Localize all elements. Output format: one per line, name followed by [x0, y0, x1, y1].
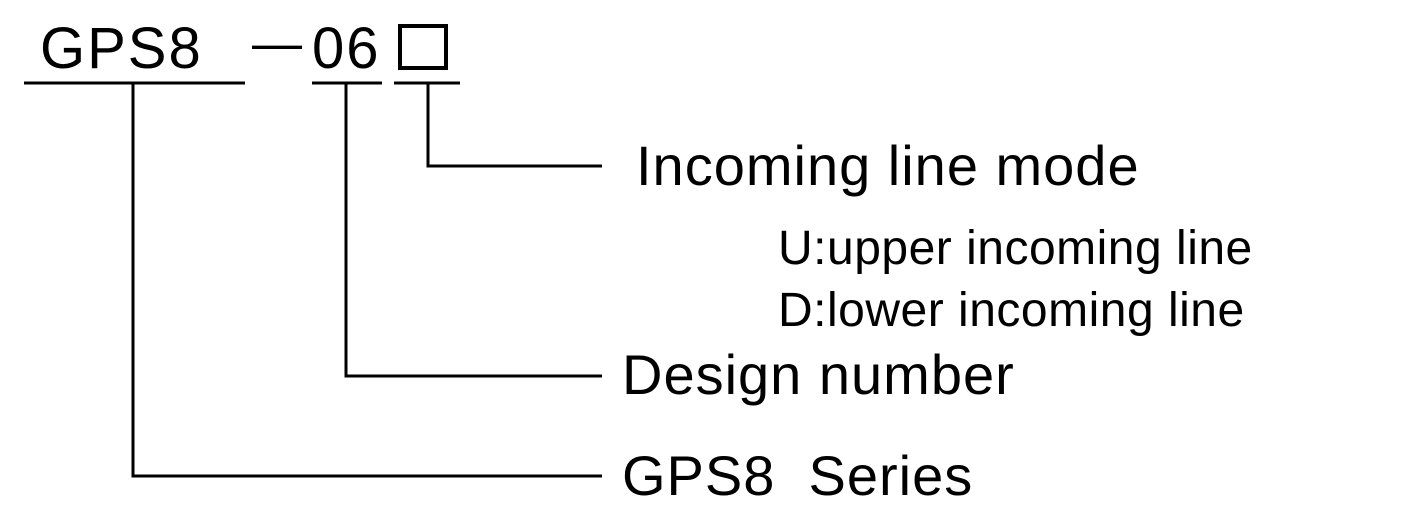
code-dash: — [252, 15, 304, 71]
series-connector [131, 83, 602, 478]
label-series: GPS8 Series [622, 444, 974, 507]
incoming-mode-placeholder-box [398, 24, 448, 70]
option-upper-incoming-line: U:upper incoming line [778, 222, 1253, 275]
option-lower-incoming-line: D:lower incoming line [778, 284, 1245, 337]
design-number-connector [344, 83, 602, 378]
code-series: GPS8 [40, 16, 203, 81]
code-design-number: 06 [312, 16, 381, 81]
label-design-number: Design number [622, 343, 1015, 406]
label-incoming-line-mode: Incoming line mode [636, 134, 1140, 197]
mode-connector [426, 83, 602, 168]
